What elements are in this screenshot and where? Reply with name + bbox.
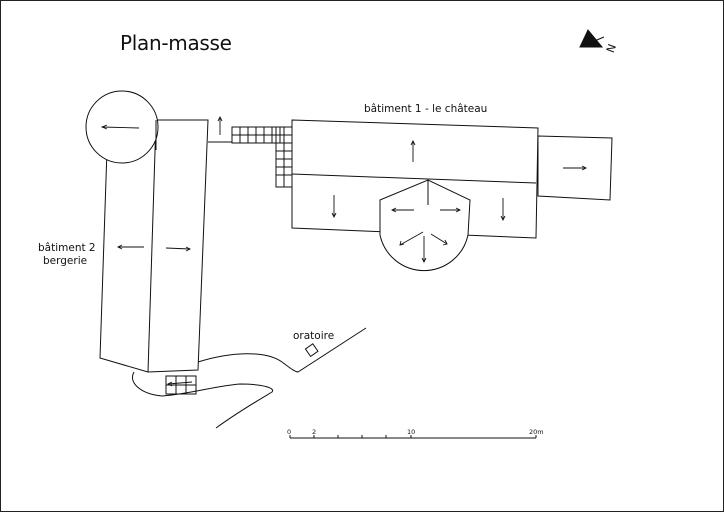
building-1-chateau bbox=[291, 119, 613, 272]
oratory-marker bbox=[304, 343, 319, 358]
plan-title: Plan-masse bbox=[120, 31, 232, 55]
building-2-bergerie bbox=[85, 90, 209, 373]
scale-tick-10: 10 bbox=[407, 428, 416, 436]
passage-paving bbox=[208, 126, 293, 188]
terrain-lines bbox=[132, 327, 367, 429]
scale-tick-2: 2 bbox=[312, 428, 317, 436]
north-arrow-icon: N bbox=[579, 29, 619, 54]
building-1-label: bâtiment 1 - le château bbox=[364, 103, 488, 115]
oratory-label: oratoire bbox=[293, 330, 335, 342]
building-2-label: bâtiment 2 bbox=[38, 242, 96, 254]
building-2-sublabel: bergerie bbox=[43, 255, 88, 267]
scale-tick-20: 20m bbox=[529, 428, 544, 436]
north-letter: N bbox=[604, 42, 619, 54]
scale-tick-0: 0 bbox=[287, 428, 292, 436]
scale-bar bbox=[289, 435, 537, 439]
circulation-arrows bbox=[100, 115, 588, 387]
